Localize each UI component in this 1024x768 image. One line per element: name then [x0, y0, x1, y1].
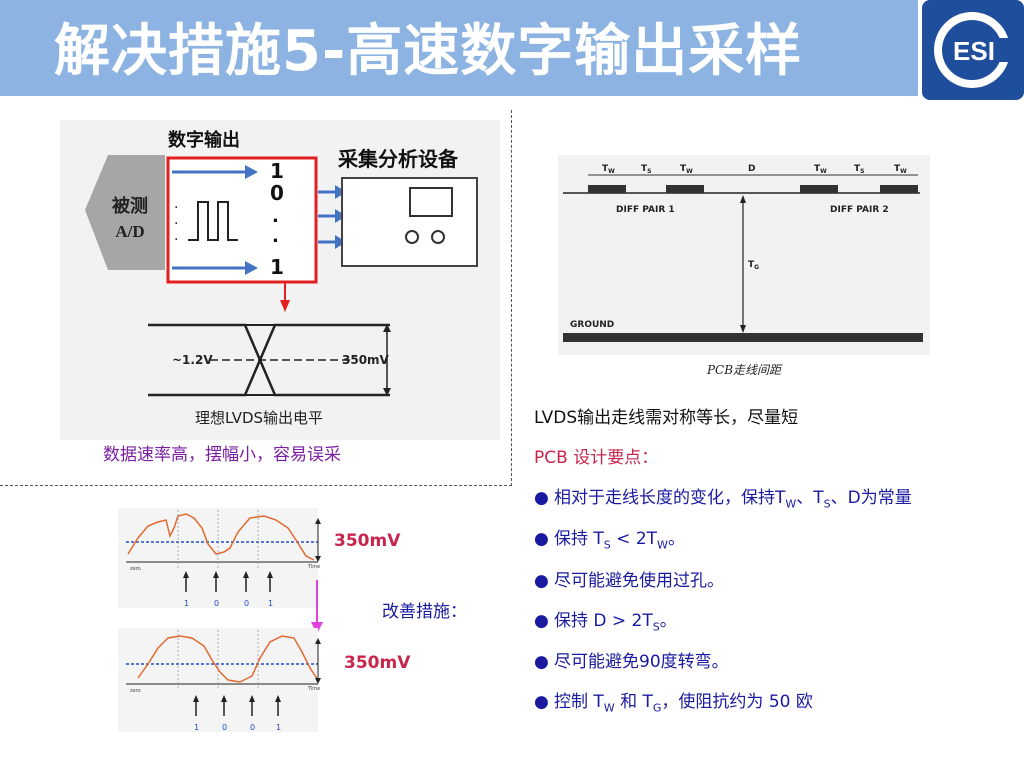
level-left: ~1.2V	[172, 353, 213, 367]
bit-1: 0	[270, 181, 284, 205]
lvds-caption: 理想LVDS输出电平	[195, 409, 323, 427]
left-note: 数据速率高，摆幅小，容易误采	[103, 445, 341, 465]
dut-label-2: A/D	[115, 222, 144, 241]
ts-label-2: TS	[854, 164, 864, 175]
waveform-top: zero Time 1 0 0 1 350mV	[118, 508, 401, 608]
digital-output-box	[166, 156, 318, 284]
wb-bit-2: 0	[250, 723, 255, 732]
ts-label-1: TS	[641, 164, 651, 175]
wb-bit-1: 0	[222, 723, 227, 732]
adc-sampling-diagram: 被测 A/D 数字输出 · · · 1 0 . . 1 采集分析设备 ~1.2V…	[60, 120, 500, 440]
ground-label: GROUND	[570, 320, 614, 330]
wb-bit-3: 1	[276, 723, 281, 732]
svg-text:·: ·	[174, 232, 178, 248]
square-wave	[188, 201, 238, 241]
d-label: D	[748, 164, 755, 174]
wt-bit-1: 0	[214, 599, 219, 608]
zero-label-top: zero	[130, 566, 141, 572]
improve-label: 改善措施：	[382, 602, 467, 622]
diff-pair-1: DIFF PAIR 1	[616, 205, 675, 215]
bit-2: .	[272, 206, 279, 227]
esi-logo: ESI	[922, 0, 1024, 100]
bit-0: 1	[270, 159, 284, 183]
svg-text:·: ·	[174, 200, 178, 216]
ground-plane	[563, 333, 923, 342]
pcb-caption: PCB走线间距	[706, 363, 783, 377]
bullet-dot: ●	[534, 529, 549, 549]
logo-text: ESI	[953, 36, 995, 66]
bullet-dot: ●	[534, 488, 549, 508]
level-right: 350mV	[342, 353, 390, 367]
tw-label-3: TW	[814, 164, 827, 175]
bit-3: .	[272, 226, 279, 247]
svg-text:·: ·	[174, 216, 178, 232]
diff-pair-2: DIFF PAIR 2	[830, 205, 889, 215]
esi-logo-icon: ESI	[934, 12, 1022, 88]
analyzer-label: 采集分析设备	[338, 147, 459, 171]
time-label-top: Time	[307, 564, 320, 570]
tw-label-2: TW	[680, 164, 693, 175]
bullet-dot: ●	[534, 611, 549, 631]
waveform-bottom: zero Time 1 0 0 1 350mV	[118, 628, 411, 732]
dut-shape	[85, 155, 165, 270]
waveform-bottom-label: 350mV	[344, 653, 411, 673]
bullet-dot: ●	[534, 571, 549, 591]
title-bar	[0, 0, 918, 96]
horizontal-divider	[0, 485, 512, 486]
bullet-3: ●尽可能避免使用过孔。	[534, 571, 724, 591]
wb-bit-0: 1	[194, 723, 199, 732]
tw-label-4: TW	[894, 164, 907, 175]
bullet-1: ●相对于走线长度的变化，保持TW、TS、D为常量	[534, 488, 912, 511]
waveform-top-label: 350mV	[334, 531, 401, 551]
tg-label: TG	[748, 260, 759, 271]
wt-bit-0: 1	[184, 599, 189, 608]
waveform-bottom-trace	[137, 635, 319, 683]
bullet-5: ●尽可能避免90度转弯。	[534, 652, 729, 672]
wt-bit-2: 0	[244, 599, 249, 608]
zero-label-bottom: zero	[130, 688, 141, 694]
pcb-spacing-diagram: TW TS TW D TW TS TW DIFF PAIR 1 DIFF PAI…	[558, 155, 930, 377]
time-label-bottom: Time	[307, 686, 320, 692]
bullet-6: ●控制 TW 和 TG，使阻抗约为 50 欧	[534, 692, 813, 715]
bit-4: 1	[270, 255, 284, 279]
lvds-routing-note: LVDS输出走线需对称等长，尽量短	[534, 408, 799, 428]
digital-output-label: 数字输出	[168, 129, 240, 151]
wt-bit-3: 1	[268, 599, 273, 608]
bullet-dot: ●	[534, 692, 549, 712]
pcb-design-heading: PCB 设计要点：	[534, 448, 659, 468]
bullet-4: ●保持 D > 2TS。	[534, 611, 677, 634]
tw-label-1: TW	[602, 164, 615, 175]
vertical-divider	[511, 110, 512, 486]
slide-title: 解决措施5-高速数字输出采样	[54, 19, 803, 84]
waveform-top-trace	[127, 513, 315, 561]
bullet-2: ●保持 TS < 2TW。	[534, 529, 685, 552]
dut-label-1: 被测	[112, 195, 148, 217]
bullet-dot: ●	[534, 652, 549, 672]
